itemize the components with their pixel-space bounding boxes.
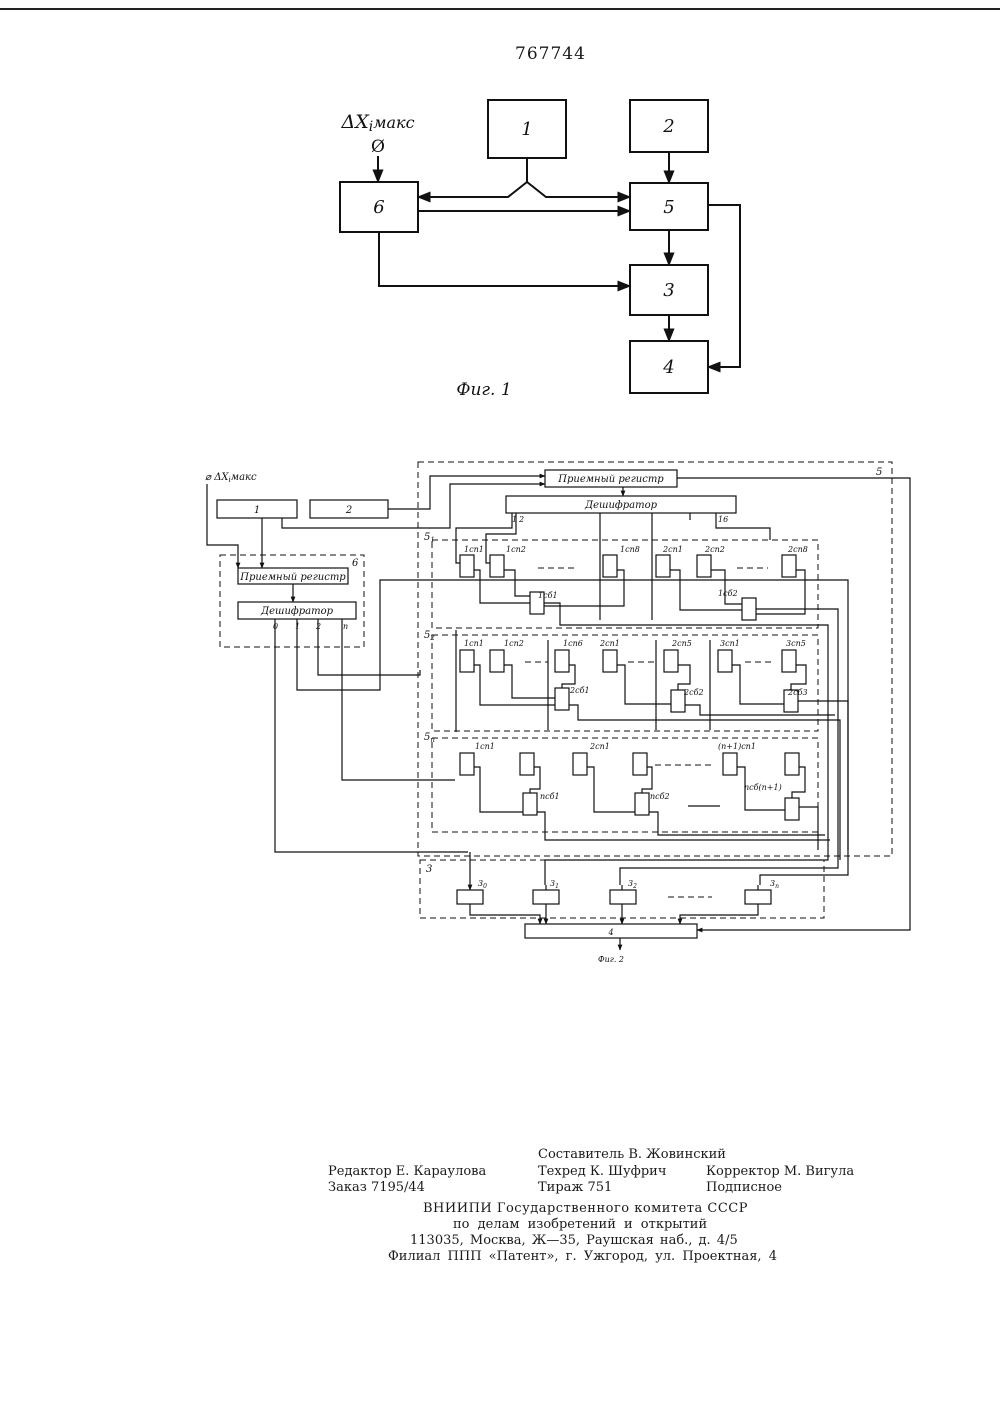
fig2-group-6-label: 6: [352, 558, 359, 569]
counter-r1-2: [490, 555, 504, 577]
counter-rn-1: [460, 753, 474, 775]
row1-counters: 1сп1 1сп2 1сп8 2сп1 2сп2 2сп8 1сб1 1сб2: [460, 545, 808, 620]
svg-text:2сп1: 2сп1: [589, 742, 610, 751]
counter-r2-7: [782, 650, 796, 672]
sum-r2-1: [555, 688, 569, 710]
rown-counters: 1сп1 2сп1 (n+1)сп1 nсб1 nсб2 nсб(n+1): [460, 742, 805, 820]
svg-text:2сп1: 2сп1: [662, 545, 683, 554]
element-3-0: [457, 890, 483, 904]
fig1-block-5-label: 5: [663, 197, 674, 218]
fig2-block-2-label: 2: [345, 505, 352, 516]
element-3-0-label: 30: [478, 879, 487, 890]
svg-text:2сп8: 2сп8: [787, 545, 808, 554]
fig2-register-5-label: Приемный регистр: [557, 474, 664, 485]
sum-r2-2: [671, 690, 685, 712]
fig1-input-label: ΔXiмакс: [340, 111, 414, 135]
counter-r2-5: [664, 650, 678, 672]
counter-rn-2: [573, 753, 587, 775]
element-3-1: [533, 890, 559, 904]
svg-text:1сп1: 1сп1: [475, 742, 495, 751]
element-3-1-label: 31: [550, 879, 559, 890]
svg-text:nсб(n+1): nсб(n+1): [744, 783, 782, 792]
counter-r1-1: [460, 555, 474, 577]
fig2-decoder-6-label: Дешифратор: [260, 606, 334, 617]
counter-r1-4: [656, 555, 670, 577]
svg-text:nсб2: nсб2: [650, 792, 670, 801]
fig1-caption: Фиг. 1: [456, 380, 511, 400]
svg-text:1сп1: 1сп1: [464, 639, 484, 648]
fig2-caption: Фиг. 2: [598, 955, 624, 964]
footer-composer: Составитель В. Жовинский: [538, 1146, 726, 1163]
fig2-decoder-5-label: Дешифратор: [584, 500, 658, 511]
svg-text:1сб2: 1сб2: [718, 589, 738, 598]
footer-editor: Редактор Е. Караулова: [328, 1163, 486, 1180]
element-3-2: [610, 890, 636, 904]
counter-r1-6: [782, 555, 796, 577]
svg-text:1сб1: 1сб1: [538, 591, 558, 600]
fig1-block-1-label: 1: [521, 119, 532, 140]
svg-text:3сп5: 3сп5: [786, 639, 806, 648]
sum-rn-3: [785, 798, 799, 820]
fig2-group-5-label: 5: [876, 467, 882, 478]
footer-order: Заказ 7195/44: [328, 1179, 425, 1196]
fig2-register-6-label: Приемный регистр: [239, 572, 346, 583]
counter-r2-2: [490, 650, 504, 672]
fig2-group-3-label: 3: [426, 864, 432, 875]
fig1-block-2-label: 2: [662, 116, 674, 137]
svg-text:1сп2: 1сп2: [506, 545, 526, 554]
fig2-input-label: ⌀ ΔXiмакс: [205, 472, 257, 484]
counter-r2-4: [603, 650, 617, 672]
fig1-block-4-label: 4: [662, 357, 674, 378]
svg-text:2сб2: 2сб2: [683, 688, 704, 697]
sum-r1-2: [742, 598, 756, 620]
sum-rn-1: [523, 793, 537, 815]
counter-r2-1: [460, 650, 474, 672]
svg-text:2сб3: 2сб3: [787, 688, 808, 697]
element-3-2-label: 32: [628, 879, 637, 890]
fig1-diagram: ΔXiмакс Ø 6 1 2 5 3 4 Фиг. 1: [340, 100, 740, 400]
fig2-subn-label: 5n: [424, 732, 435, 744]
footer-circulation: Тираж 751: [538, 1179, 612, 1196]
counter-r2-6: [718, 650, 732, 672]
sum-rn-2: [635, 793, 649, 815]
fig2-dec5-out-2: 2: [518, 515, 524, 524]
fig2-dec5-out-16: 16: [718, 515, 728, 524]
footer-org-2: по делам изобретений и открытий: [453, 1216, 707, 1233]
fig1-block-6-label: 6: [373, 197, 384, 218]
footer-corrector: Корректор М. Вигула: [706, 1163, 854, 1180]
fig2-sub1-label: 51: [424, 532, 435, 544]
fig2-block-4-label: 4: [607, 928, 613, 937]
counter-r1-3: [603, 555, 617, 577]
footer-address: 113035, Москва, Ж—35, Раушская наб., д. …: [410, 1232, 738, 1249]
element-3-n: [745, 890, 771, 904]
fig1-input-symbol: Ø: [371, 137, 385, 157]
svg-text:1сп2: 1сп2: [504, 639, 524, 648]
svg-text:1сп1: 1сп1: [464, 545, 484, 554]
footer-org-1: ВНИИПИ Государственного комитета СССР: [423, 1200, 748, 1217]
counter-r2-3: [555, 650, 569, 672]
fig1-block-3-label: 3: [663, 280, 674, 301]
fig2-sub2-label: 52: [424, 630, 435, 642]
svg-text:nсб1: nсб1: [540, 792, 560, 801]
svg-text:2сп5: 2сп5: [671, 639, 692, 648]
footer-branch: Филиал ППП «Патент», г. Ужгород, ул. Про…: [388, 1248, 777, 1265]
fig2-block-1-label: 1: [254, 505, 260, 516]
svg-text:2сп1: 2сп1: [599, 639, 620, 648]
counter-rn-3: [723, 753, 737, 775]
counter-r1-5: [697, 555, 711, 577]
svg-text:(n+1)сп1: (n+1)сп1: [718, 742, 756, 751]
svg-text:1сп8: 1сп8: [620, 545, 640, 554]
svg-text:2сп2: 2сп2: [704, 545, 725, 554]
footer-subscription: Подписное: [706, 1179, 782, 1196]
svg-text:2сб1: 2сб1: [569, 686, 590, 695]
fig2-dec6-out-n: n: [343, 622, 348, 631]
fig2-diagram: ⌀ ΔXiмакс 1 2 5 Приемный регистр Дешифра…: [205, 462, 910, 964]
row2-counters: 1сп1 1сп2 1сп6 2сп1 2сп5 3сп1 3сп5 2сб1 …: [460, 639, 808, 712]
svg-text:1сп6: 1сп6: [563, 639, 583, 648]
footer-techred: Техред К. Шуфрич: [538, 1163, 666, 1180]
svg-text:3сп1: 3сп1: [720, 639, 740, 648]
element-3-n-label: 3n: [770, 879, 779, 890]
